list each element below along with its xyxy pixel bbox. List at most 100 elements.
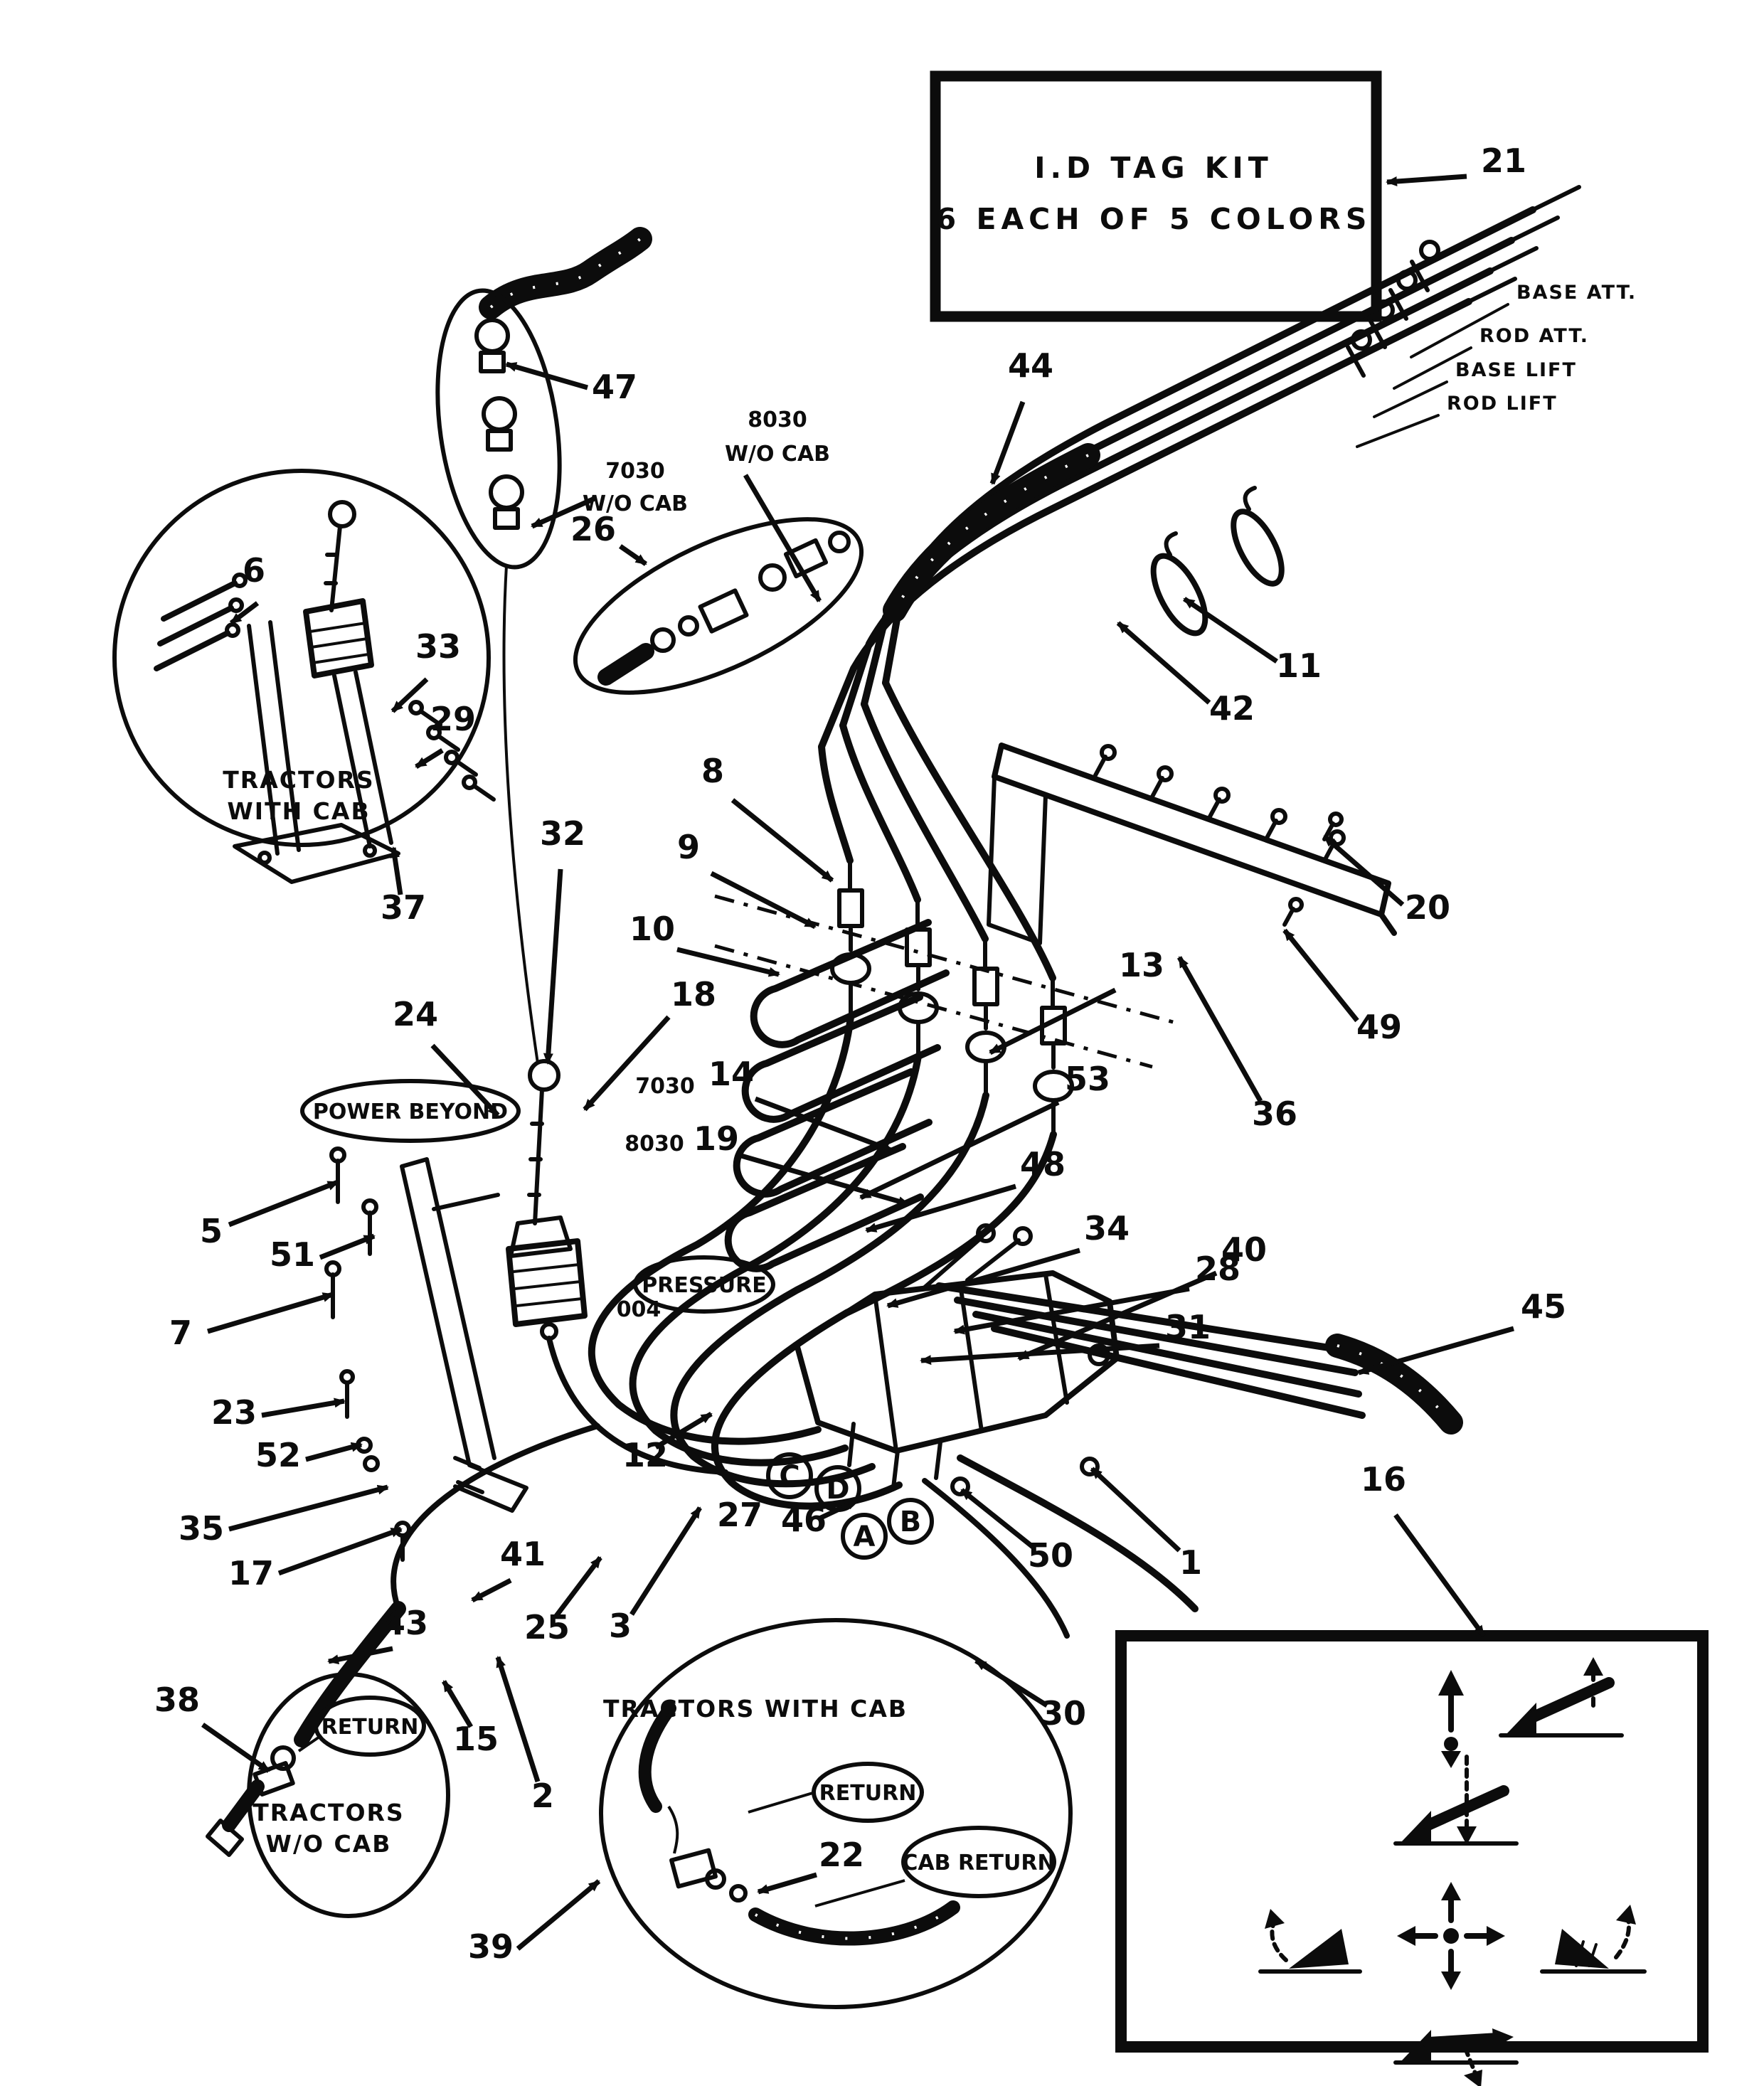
callout-17-arrow <box>277 1526 403 1576</box>
rod-lift-label: ROD LIFT <box>1447 393 1558 415</box>
callout-51-arrow <box>319 1233 376 1260</box>
return-mid-label: RETURN <box>819 1781 917 1806</box>
callout-51: 51 <box>270 1235 315 1274</box>
callout-45-arrow <box>1357 1326 1514 1375</box>
mount-bracket <box>714 743 1397 1069</box>
callout-22-arrow <box>757 1872 817 1895</box>
hose-group-right <box>935 1282 1463 1435</box>
callout-50-arrow <box>960 1488 1035 1549</box>
callout-44-arrow <box>989 400 1026 485</box>
callout-38: 38 <box>154 1681 200 1719</box>
callout-36-arrow <box>1176 956 1263 1102</box>
callout-29: 29 <box>430 700 476 738</box>
callout-numbers: 1235678910111213141516171819202122232425… <box>154 142 1566 1966</box>
callout-13-arrow <box>989 987 1117 1055</box>
id-tag-kit-line2: 6 EACH OF 5 COLORS <box>936 202 1372 236</box>
power-beyond-label: POWER BEYOND <box>313 1100 508 1124</box>
callout-44: 44 <box>1008 346 1053 385</box>
callout-34-arrow <box>886 1247 1080 1309</box>
base-lift-leader <box>1373 381 1448 418</box>
label-8030-wo-cab-arrow <box>743 474 822 602</box>
callout-38-arrow <box>201 1723 271 1773</box>
callout-26-arrow <box>619 544 647 566</box>
callout-8: 8 <box>701 752 724 790</box>
port-letter-B: B <box>900 1506 922 1538</box>
callout-14: 14 <box>708 1055 754 1093</box>
return-left-oval <box>314 1696 426 1757</box>
callout-9-arrow <box>710 871 817 930</box>
port-circle-B <box>887 1498 934 1545</box>
callout-24-arrow <box>430 1043 500 1117</box>
callout-19-arrow <box>740 1153 910 1207</box>
control-legend-box <box>1115 1630 1709 2086</box>
callout-30-arrow <box>974 1659 1048 1708</box>
callout-26: 26 <box>570 510 616 548</box>
tractors-wo-cab-circle <box>206 1672 450 1918</box>
hose-to-lower-right <box>957 1454 1199 1612</box>
cab-return-oval <box>901 1826 1056 1898</box>
callout-39: 39 <box>468 1927 514 1966</box>
base-att-leader <box>1410 303 1509 358</box>
callout-37-arrow <box>390 846 403 895</box>
callout-8-arrow <box>730 798 834 883</box>
port-circle-D <box>814 1465 861 1512</box>
callout-52: 52 <box>255 1436 301 1474</box>
callout-24: 24 <box>393 995 438 1033</box>
hose-loop-lower <box>588 1013 1057 1510</box>
port-circle-C <box>766 1452 813 1499</box>
callout-25-arrow <box>554 1555 602 1618</box>
callout-53: 53 <box>1065 1060 1110 1098</box>
return-hose-left <box>294 1601 406 1747</box>
cab-return-label: CAB RETURN <box>902 1851 1055 1875</box>
callout-11: 11 <box>1276 646 1322 685</box>
callout-1: 1 <box>1179 1543 1202 1582</box>
callout-21-arrow <box>1386 174 1467 186</box>
callout-32: 32 <box>540 814 585 853</box>
label-8030: 8030 <box>625 1132 684 1156</box>
callout-18-arrow <box>583 1015 671 1112</box>
callout-19: 19 <box>694 1119 739 1158</box>
callout-53-arrow <box>859 1100 1060 1201</box>
callout-43: 43 <box>383 1604 428 1642</box>
return-left-label: RETURN <box>322 1715 419 1740</box>
callout-6-arrow <box>229 601 260 625</box>
callout-31: 31 <box>1165 1308 1211 1346</box>
callout-arrows <box>201 174 1514 1951</box>
callout-12-arrow <box>654 1412 713 1449</box>
callout-9: 9 <box>677 828 700 866</box>
callout-30: 30 <box>1041 1694 1086 1733</box>
callout-49-arrow <box>1282 928 1359 1023</box>
callout-28-arrow <box>953 1286 1190 1335</box>
coupler-kit-26 <box>573 517 864 695</box>
callout-15: 15 <box>453 1720 499 1758</box>
fitting-stack-47 <box>435 288 562 570</box>
callout-17: 17 <box>228 1554 274 1592</box>
callout-5-arrow <box>228 1179 339 1228</box>
power-beyond-oval <box>300 1079 521 1143</box>
hose-to-lower-right-2 <box>922 1478 1070 1639</box>
callout-46: 46 <box>781 1501 827 1539</box>
callout-36: 36 <box>1252 1095 1297 1133</box>
callout-6: 6 <box>243 551 265 590</box>
callout-11-arrow <box>1183 597 1278 664</box>
four-way-arrows-icon <box>1397 1882 1505 1990</box>
callout-50: 50 <box>1028 1536 1073 1575</box>
callout-21: 21 <box>1481 142 1526 180</box>
callout-48: 48 <box>1020 1145 1066 1183</box>
base-lift-label: BASE LIFT <box>1455 359 1577 381</box>
callout-42: 42 <box>1209 689 1255 728</box>
callout-35-arrow <box>228 1484 389 1532</box>
bracket-screws <box>1282 811 1344 927</box>
callout-28: 28 <box>1195 1250 1240 1288</box>
bucket-dump-icon <box>1258 1909 1362 1974</box>
callout-52-arrow <box>305 1442 363 1462</box>
return-mid-oval <box>812 1762 924 1823</box>
lift-up-arrow-icon <box>1438 1670 1464 1768</box>
callout-23-arrow <box>261 1398 346 1418</box>
callout-34: 34 <box>1084 1209 1130 1247</box>
callout-41: 41 <box>500 1535 546 1573</box>
